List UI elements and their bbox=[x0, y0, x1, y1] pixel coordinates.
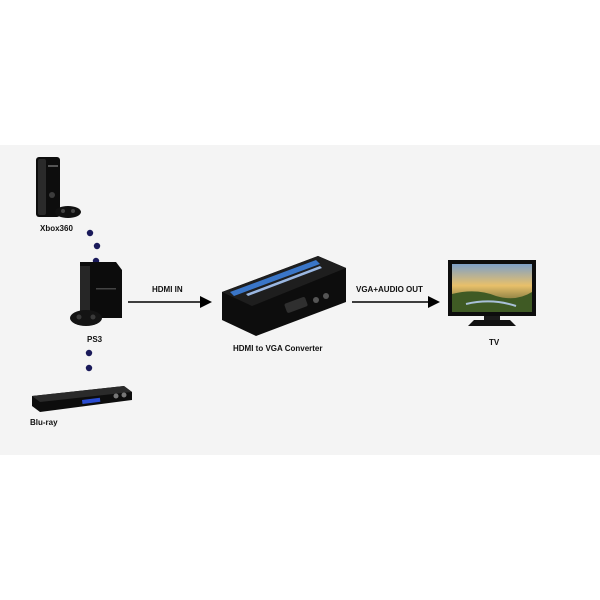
bluray-label: Blu-ray bbox=[30, 418, 58, 427]
connection-dots-ps3-bluray bbox=[80, 348, 100, 378]
xbox360-console-icon bbox=[30, 155, 86, 221]
xbox360-label: Xbox360 bbox=[40, 224, 73, 233]
hdmi-in-label: HDMI IN bbox=[152, 285, 183, 294]
vga-audio-out-label: VGA+AUDIO OUT bbox=[356, 285, 423, 294]
bluray-player-icon bbox=[28, 382, 134, 418]
tv-icon bbox=[446, 258, 538, 328]
converter-label: HDMI to VGA Converter bbox=[233, 344, 323, 353]
ps3-label: PS3 bbox=[87, 335, 103, 344]
hdmi-to-vga-converter-icon bbox=[216, 254, 352, 338]
tv-label: TV bbox=[489, 338, 500, 347]
hdmi-in-arrow bbox=[128, 295, 212, 309]
vga-audio-out-arrow bbox=[352, 295, 440, 309]
ps3-console-icon bbox=[66, 258, 126, 328]
